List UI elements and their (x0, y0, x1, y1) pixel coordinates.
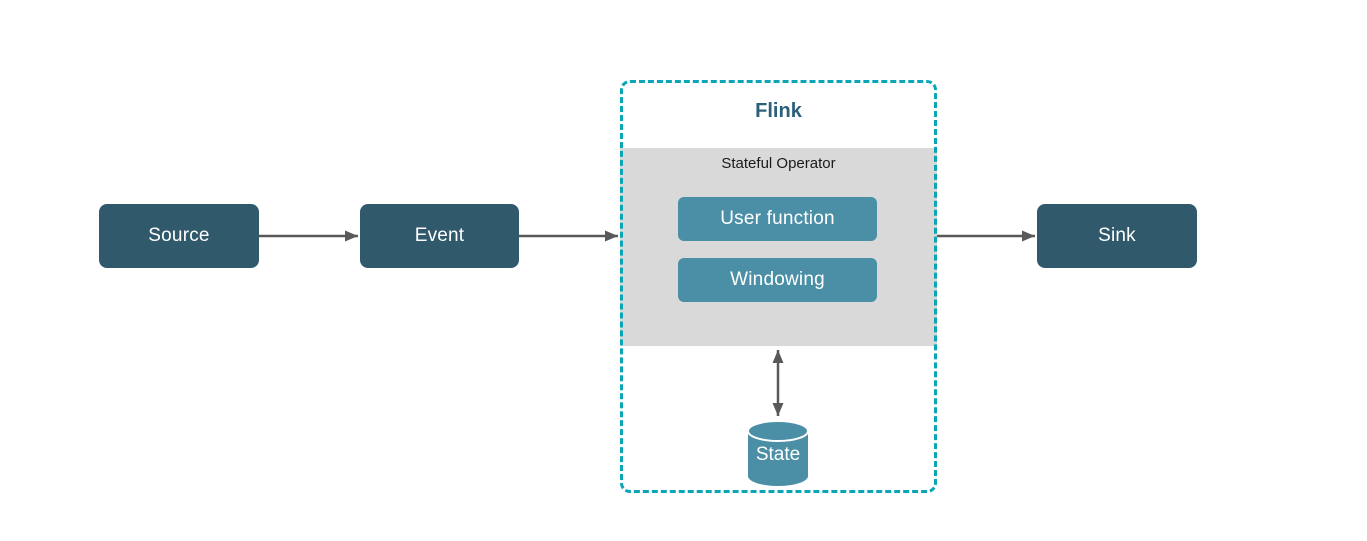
state-database-icon (747, 420, 809, 486)
state-label: State (755, 444, 801, 465)
stateful-operator-label: Stateful Operator (721, 155, 836, 172)
user-function-node: User function (678, 197, 877, 241)
state-cylinder-top (747, 420, 809, 442)
event-node: Event (360, 204, 519, 268)
sink-node: Sink (1037, 204, 1197, 268)
windowing-node-label: Windowing (730, 269, 825, 290)
user-function-node-label: User function (720, 208, 835, 229)
flink-title: Flink (755, 100, 802, 122)
source-node-label: Source (148, 225, 210, 246)
windowing-node: Windowing (678, 258, 877, 302)
sink-node-label: Sink (1098, 225, 1136, 246)
event-node-label: Event (414, 225, 465, 246)
stateful-operator-panel (620, 148, 937, 346)
source-node: Source (99, 204, 259, 268)
